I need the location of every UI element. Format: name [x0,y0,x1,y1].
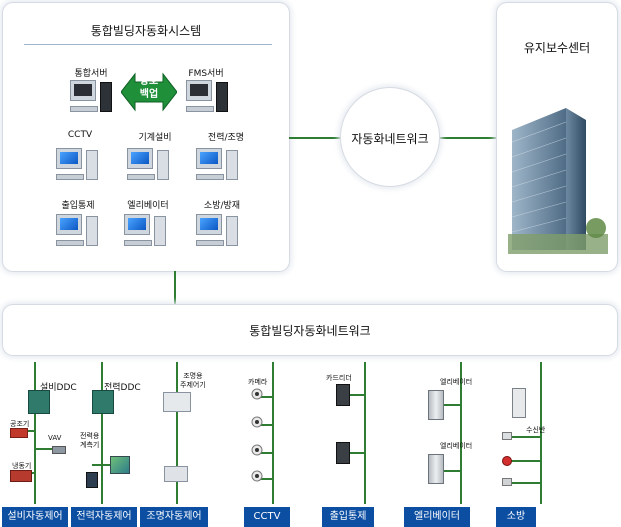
vav-icon [52,446,66,454]
backup-badge-label: 상호 백업 [139,76,159,100]
fire-bus [540,362,542,504]
ws-cctv-label: CCTV [67,130,93,140]
tab-lighting-control: 조명자동제어 [140,507,208,527]
ws-elevator-icon [124,214,168,250]
elevator-branch-2 [444,470,462,472]
power-branch [92,464,126,466]
fire-branch-3 [510,482,542,484]
lighting-relay-icon [164,466,188,482]
equip-ddc-panel-icon [28,390,50,414]
server-left-label: 통합서버 [74,69,108,79]
tab-cctv: CCTV [244,507,290,527]
tab-power-control: 전력자동제어 [71,507,137,527]
center-network-node [341,88,439,186]
ws-access-icon [56,214,100,250]
center-network-label: 자동화네트워크 [351,132,429,146]
elevator-bus [460,362,462,504]
tab-fire: 소방 [496,507,536,527]
access-bus [364,362,366,504]
backup-arrow-icon [121,72,177,112]
ws-mechanical-icon [127,148,171,184]
lighting-controller-icon [163,392,191,412]
camera-icon-3 [251,444,263,456]
title-underline [24,44,272,45]
main-network-bar [3,305,617,355]
maintenance-title: 유지보수센터 [523,41,591,55]
camera-icon-1 [251,388,263,400]
power-monitor-icon [110,456,130,474]
ws-fire-label: 소방/방재 [203,201,241,211]
ws-elevator-label: 엘리베이터 [127,201,169,211]
cctv-branch-4 [258,478,274,480]
building-icon [508,108,608,254]
elevator-2-label: 엘리베이터 [440,442,473,450]
card-reader-icon-2 [336,442,350,464]
fire-detector-icon [502,432,512,440]
main-network-label: 통합빌딩자동화네트워크 [249,324,371,338]
camera-label: 카메라 [248,378,268,386]
system-panel-title: 통합빌딩자동화시스템 [90,24,202,38]
ws-cctv-icon [56,148,100,184]
fire-alarm-bell-icon [502,456,512,466]
power-meter-icon [86,472,98,488]
ahu-icon [10,428,28,438]
vav-label: VAV [48,434,62,442]
tab-equipment-control: 설비자동제어 [2,507,68,527]
camera-icon-2 [251,416,263,428]
receiver-label: 수신반 [526,426,546,434]
fire-branch-1 [510,436,542,438]
power-bus [101,362,103,504]
ws-power-lighting-icon [196,148,240,184]
elevator-1-label: 엘리베이터 [440,378,473,386]
cctv-bus [272,362,274,504]
equip-bus [34,362,36,504]
chiller-label: 냉동기 [12,462,32,470]
tab-elevator: 엘리베이터 [404,507,470,527]
ahu-label: 공조기 [10,420,30,428]
ws-power-lighting-label: 전력/조명 [207,133,245,143]
equip-ddc-label: 설비DDC [40,383,77,393]
access-branch-2 [350,452,366,454]
ws-mechanical-label: 기계설비 [138,133,172,143]
link-system-to-network [289,137,341,139]
cctv-branch-1 [258,396,274,398]
card-reader-label: 카드리더 [326,374,352,382]
ws-access-label: 출입통제 [61,201,95,211]
ws-fire-icon [196,214,240,250]
elevator-branch-1 [444,404,462,406]
chiller-icon [10,470,32,482]
elevator-car-icon-2 [428,454,444,484]
lighting-controller-label: 조명용 주제어기 [180,372,206,389]
server-left-icon [70,80,114,116]
access-branch-1 [350,394,366,396]
fire-receiver-panel-icon [512,388,526,418]
elevator-car-icon-1 [428,390,444,420]
server-right-label: FMS서버 [188,69,224,79]
equip-branch-vav [36,448,60,450]
fire-branch-2 [510,460,542,462]
cctv-branch-2 [258,424,274,426]
link-system-to-main-network [174,271,176,305]
camera-icon-4 [251,470,263,482]
tab-access-control: 출입통제 [322,507,374,527]
server-right-icon [186,80,230,116]
link-network-to-maintenance [439,137,497,139]
cctv-branch-3 [258,452,274,454]
card-reader-icon-1 [336,384,350,406]
fire-sensor-icon [502,478,512,486]
power-ddc-label: 전력DDC [104,383,141,393]
lighting-bus [176,362,178,504]
power-meter-label: 전력용 계측기 [80,432,100,449]
power-ddc-panel-icon [92,390,114,414]
